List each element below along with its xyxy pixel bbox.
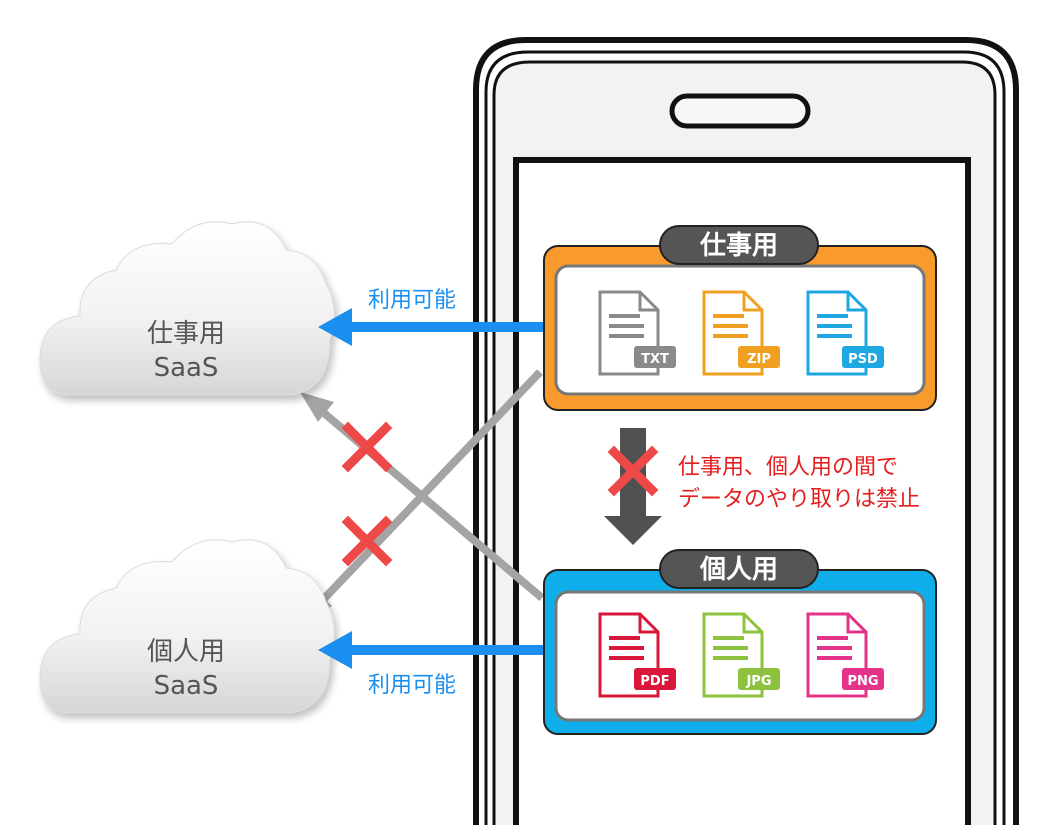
arrow-personal-available bbox=[318, 631, 544, 669]
personal-container-title-pill bbox=[659, 549, 819, 589]
cloud-personal-saas bbox=[39, 539, 335, 714]
arrow-work-to-personal-saas bbox=[315, 369, 543, 608]
file-label-pdf: PDF bbox=[640, 674, 669, 689]
file-icon-txt: TXT bbox=[598, 290, 676, 376]
prohibition-text-line2: データのやり取りは禁止 bbox=[678, 487, 920, 512]
file-label-jpg: JPG bbox=[745, 674, 771, 689]
file-label-png: PNG bbox=[847, 674, 878, 689]
file-label-psd: PSD bbox=[848, 352, 878, 367]
file-icon-zip: ZIP bbox=[702, 290, 780, 376]
cloud-work-title: 仕事用 bbox=[147, 319, 225, 349]
forbidden-mark-transfer bbox=[607, 445, 659, 497]
cloud-personal-subtitle: SaaS bbox=[154, 671, 219, 701]
work-container-title: 仕事用 bbox=[699, 231, 778, 261]
arrowhead-personal-to-work-saas bbox=[300, 392, 334, 422]
file-icon-jpg: JPG bbox=[702, 612, 780, 698]
work-container-title-pill bbox=[659, 225, 819, 265]
arrow-work-available bbox=[318, 308, 544, 346]
label-personal-available: 利用可能 bbox=[368, 673, 456, 698]
label-work-available: 利用可能 bbox=[368, 288, 456, 313]
forbidden-mark-lower bbox=[341, 515, 393, 567]
phone-speaker bbox=[669, 93, 811, 129]
file-icon-psd: PSD bbox=[806, 290, 884, 376]
file-label-txt: TXT bbox=[641, 352, 669, 367]
file-label-zip: ZIP bbox=[747, 352, 771, 367]
forbidden-mark-upper bbox=[341, 421, 393, 473]
personal-container-title: 個人用 bbox=[699, 555, 778, 585]
cloud-personal-title: 個人用 bbox=[147, 637, 225, 667]
file-icon-png: PNG bbox=[806, 612, 884, 698]
prohibition-text-line1: 仕事用、個人用の間で bbox=[678, 455, 898, 480]
cloud-work-subtitle: SaaS bbox=[154, 353, 219, 383]
file-icon-pdf: PDF bbox=[598, 612, 676, 698]
